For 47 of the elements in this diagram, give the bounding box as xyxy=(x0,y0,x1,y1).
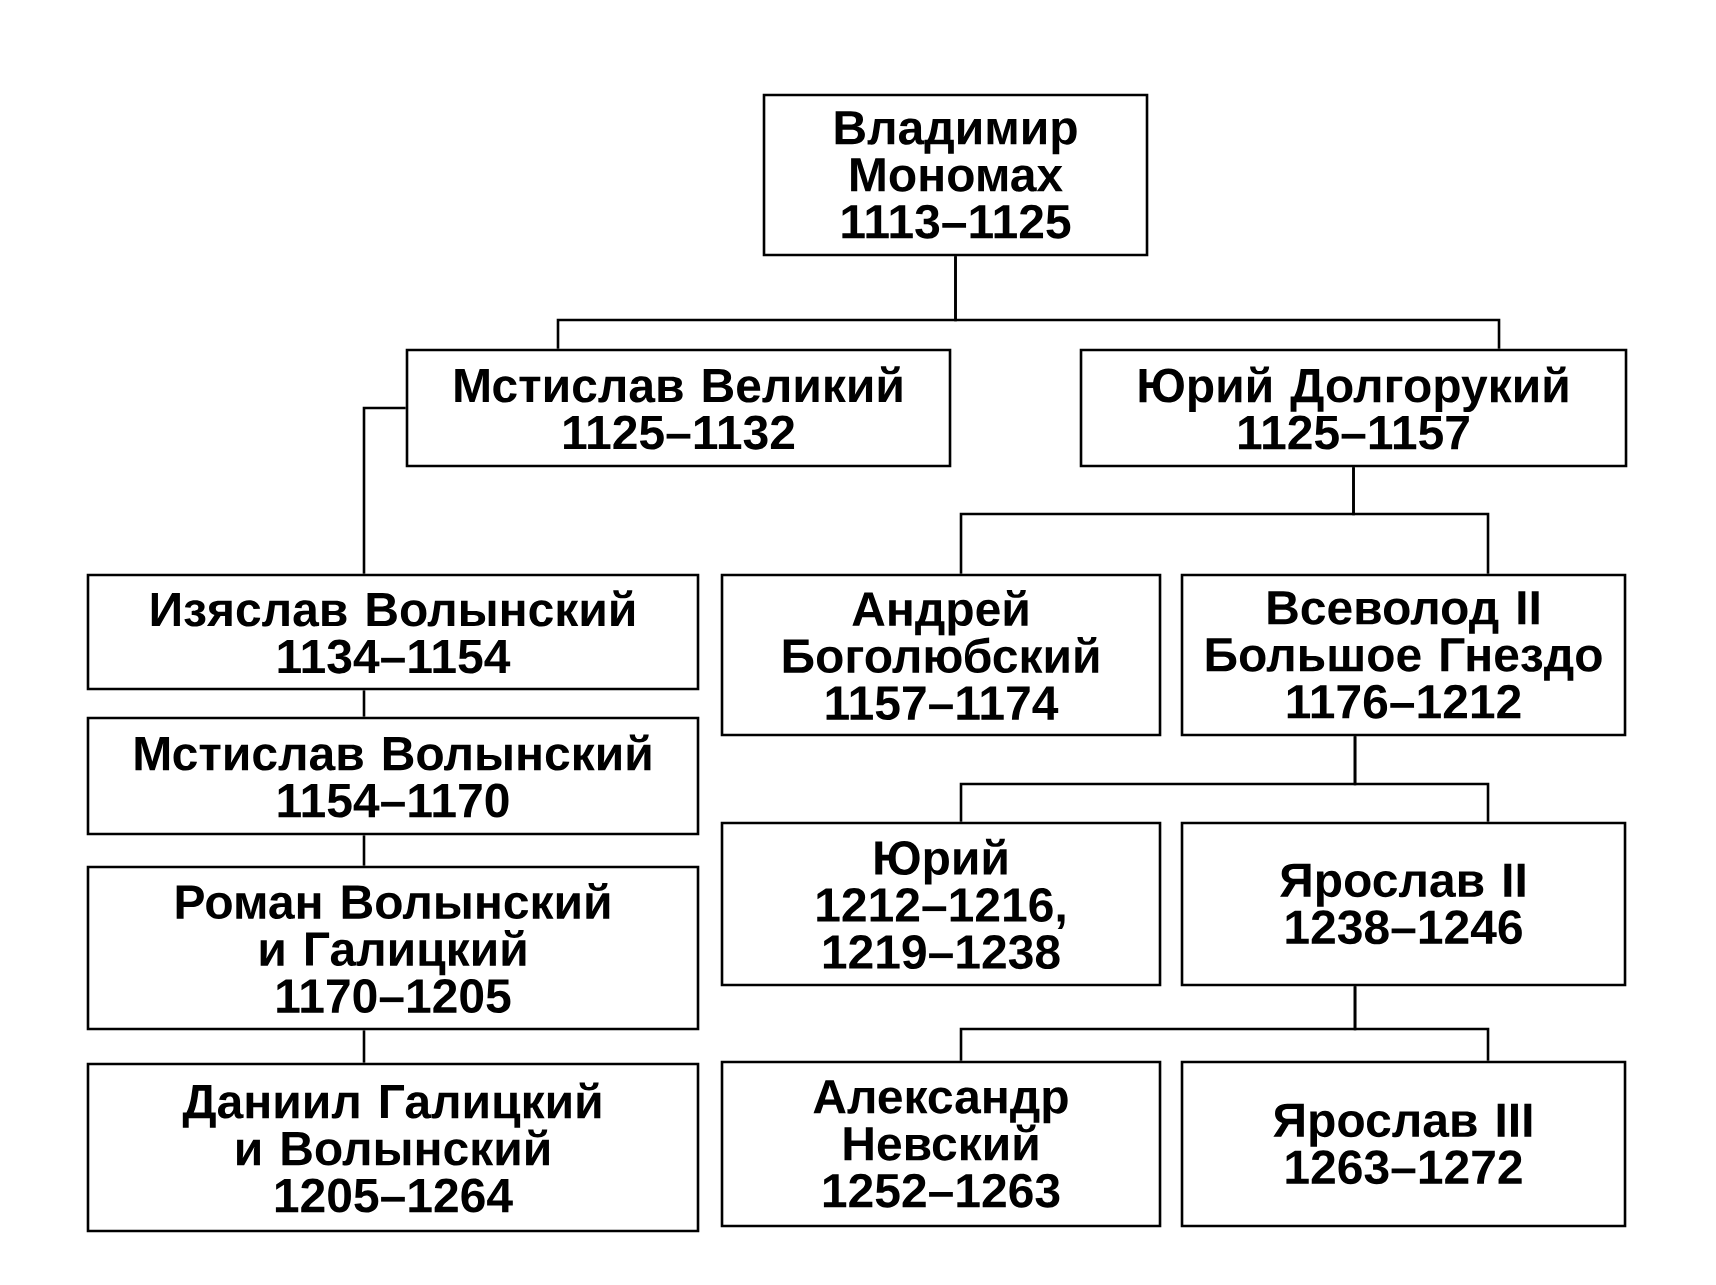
reign-years: 1176–1212 xyxy=(1287,684,1521,719)
reign-years: 1157–1174 xyxy=(826,686,1059,721)
connector-line xyxy=(362,406,406,574)
ruler-name: Всеволод II Большое Гнездо xyxy=(1206,591,1602,681)
ruler-name: Даниил Галицкий и Волынский xyxy=(182,1082,601,1166)
ruler-name: Мстислав Великий xyxy=(455,366,902,403)
ruler-box xyxy=(86,716,700,836)
connector-line xyxy=(362,690,366,717)
ruler-box xyxy=(1079,348,1628,468)
reign-years: 1154–1170 xyxy=(278,783,509,818)
reign-years: 1170–1205 xyxy=(277,979,511,1014)
ruler-name: Андрей Боголюбский xyxy=(783,589,1099,674)
reign-years: 1263–1272 xyxy=(1286,1150,1522,1185)
ruler-box xyxy=(86,1062,700,1233)
ruler-name: Владимир Мономах xyxy=(835,111,1077,192)
reign-years: 1238–1246 xyxy=(1286,910,1522,945)
ruler-box xyxy=(720,1060,1162,1228)
ruler-name: Ярослав II xyxy=(1280,863,1525,907)
ruler-name: Юрий Долгорукий xyxy=(1139,366,1568,413)
ruler-name: Мстислав Волынский xyxy=(135,734,651,771)
ruler-box xyxy=(1180,1060,1627,1228)
connector-line xyxy=(362,835,366,866)
connector-line xyxy=(362,1030,366,1063)
ruler-box xyxy=(86,573,700,691)
ruler-name: Александр Невский xyxy=(813,1080,1068,1161)
connector-line xyxy=(954,256,1501,349)
reign-years: 1125–1132 xyxy=(564,415,795,450)
ruler-box xyxy=(720,573,1162,737)
ruler-box xyxy=(86,865,700,1031)
ruler-name: Роман Волынский и Галицкий xyxy=(176,882,610,976)
reign-years: 1205–1264 xyxy=(275,1178,513,1213)
connector-line xyxy=(1353,986,1490,1061)
reign-years: 1212–1216, 1219–1238 xyxy=(817,888,1065,970)
reign-years: 1113–1125 xyxy=(842,204,1071,239)
ruler-box xyxy=(720,821,1162,987)
ruler-box xyxy=(762,93,1149,257)
ruler-name: Изяслав Волынский xyxy=(151,590,635,627)
reign-years: 1134–1154 xyxy=(278,639,511,674)
ruler-box xyxy=(1180,821,1627,987)
reign-years: 1125–1157 xyxy=(1239,415,1469,450)
reign-years: 1252–1263 xyxy=(823,1173,1060,1208)
connector-line xyxy=(1353,736,1490,822)
ruler-name: Юрий xyxy=(875,838,1007,885)
connector-line xyxy=(1352,467,1490,574)
ruler-name: Ярослав III xyxy=(1273,1103,1532,1147)
ruler-box xyxy=(1180,573,1627,737)
ruler-box xyxy=(405,348,952,468)
